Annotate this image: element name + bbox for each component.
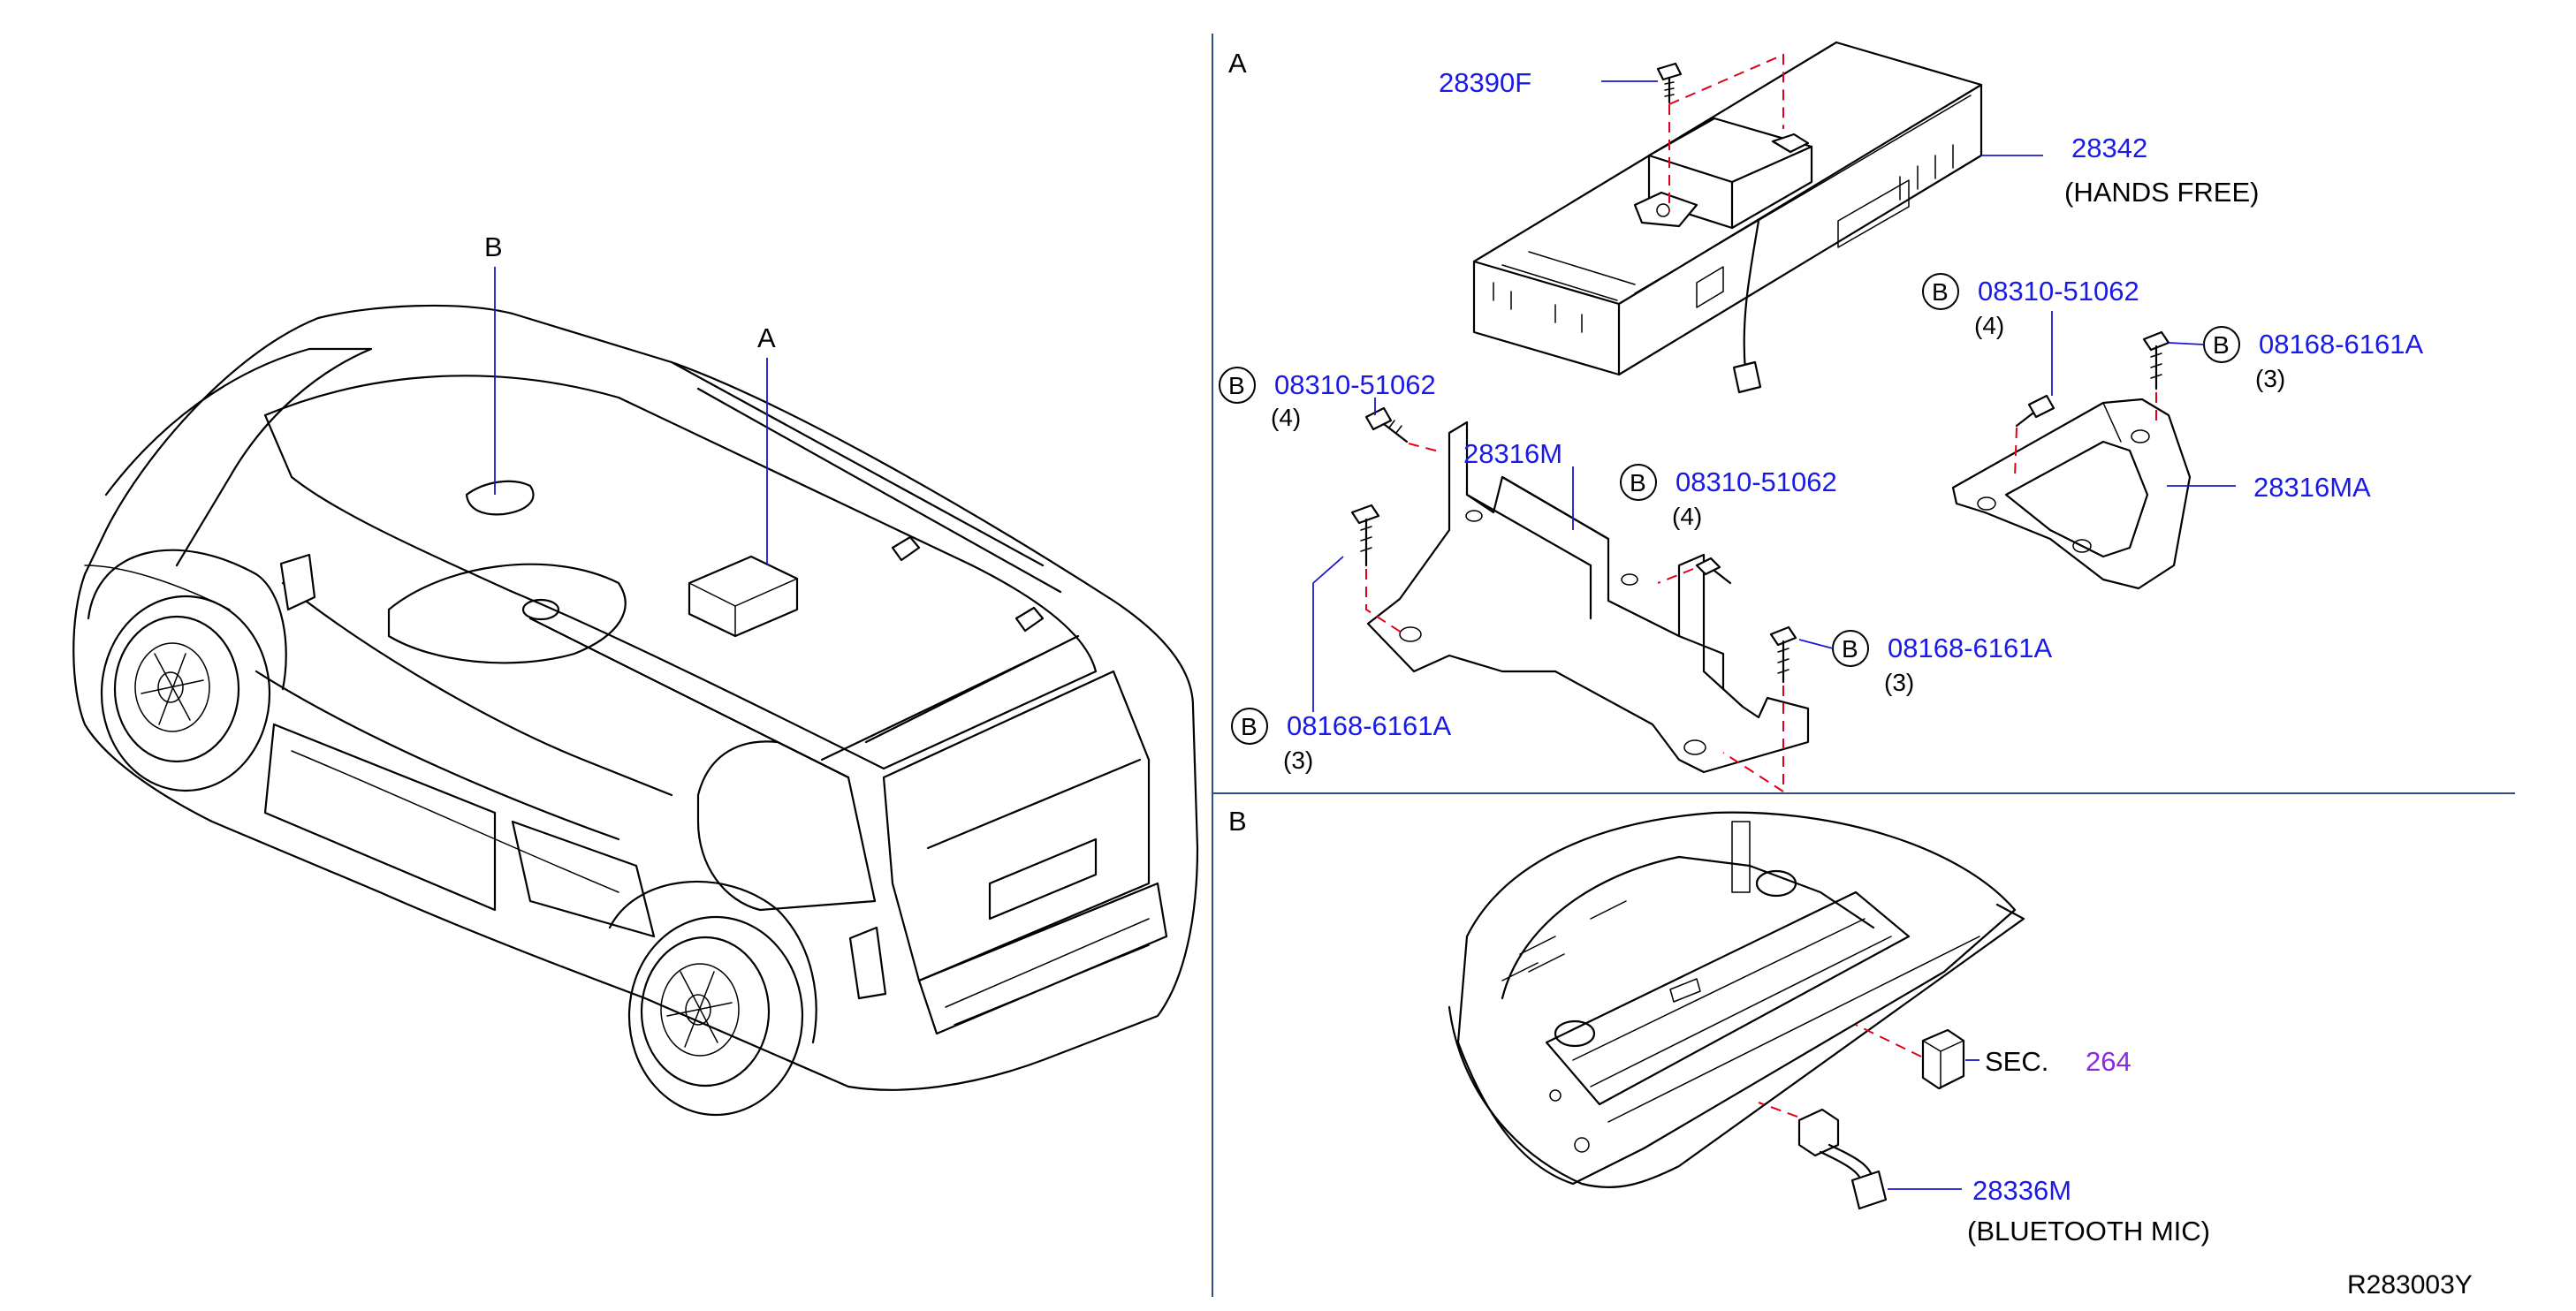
fastener-f5-label: B 08168-6161A (3)	[1798, 630, 2052, 696]
fastener-f5-drawing	[1722, 625, 1797, 793]
part-28336m-description: (BLUETOOTH MIC)	[1967, 1216, 2210, 1247]
fastener-f4-drawing	[1312, 504, 1402, 712]
fastener-f2-pn: 08310-51062	[1676, 466, 1837, 497]
diagram-reference: R283003Y	[2347, 1270, 2473, 1300]
fastener-f4-qty: (3)	[1283, 746, 1313, 774]
section-ref-prefix: SEC.	[1985, 1046, 2048, 1077]
bracket-28316ma-drawing	[1951, 398, 2192, 590]
hands-free-module-drawing	[1472, 41, 1983, 394]
fastener-f3-label: B 08310-51062 (4)	[1922, 273, 2139, 339]
bluetooth-mic-drawing	[1758, 1102, 1962, 1210]
callout-a-label: A	[757, 322, 776, 353]
vehicle-illustration	[72, 304, 1199, 1117]
fastener-f1-drawing	[1364, 398, 1443, 453]
section-ref-number: 264	[2086, 1046, 2131, 1077]
overhead-console-drawing	[1448, 811, 2025, 1189]
part-28342-description: (HANDS FREE)	[2064, 177, 2259, 208]
vehicle-callouts: B A	[484, 231, 776, 565]
fastener-f6-label: B 08168-6161A (3)	[2168, 326, 2423, 392]
fastener-f2-qty: (4)	[1672, 503, 1702, 530]
svg-text:B: B	[1241, 713, 1258, 740]
part-28342-label: 28342	[2071, 133, 2147, 163]
fastener-f3-drawing	[2014, 311, 2055, 478]
fastener-f1-qty: (4)	[1271, 404, 1301, 431]
screw-28390f-drawing	[1601, 53, 1784, 212]
part-28316ma-label: 28316MA	[2253, 472, 2371, 503]
callout-b-label: B	[484, 231, 503, 262]
svg-text:B: B	[1228, 372, 1245, 399]
svg-text:B: B	[1842, 635, 1858, 663]
section-a-label: A	[1228, 48, 1247, 79]
part-28316m-label: 28316M	[1463, 438, 1562, 469]
fastener-f2-label: B 08310-51062 (4)	[1620, 464, 1837, 530]
svg-text:B: B	[2213, 331, 2230, 359]
part-28390f-label: 28390F	[1439, 67, 1531, 98]
section-b-label: B	[1228, 806, 1247, 837]
connector-sec264-drawing	[1855, 1024, 1979, 1090]
part-28336m-label: 28336M	[1972, 1175, 2071, 1206]
svg-text:B: B	[1932, 278, 1949, 306]
fastener-f6-qty: (3)	[2255, 365, 2285, 392]
fastener-f1-label: B 08310-51062 (4)	[1219, 367, 1436, 431]
fastener-f3-qty: (4)	[1974, 312, 2004, 339]
fastener-f6-pn: 08168-6161A	[2259, 329, 2423, 360]
fastener-f5-qty: (3)	[1884, 669, 1914, 696]
fastener-f2-drawing	[1657, 557, 1732, 585]
fastener-f3-pn: 08310-51062	[1978, 276, 2139, 307]
fastener-f4-label: B 08168-6161A (3)	[1231, 708, 1451, 774]
diagram-frame	[1212, 34, 2515, 1297]
bracket-28316m-drawing	[1366, 421, 1810, 774]
fastener-f5-pn: 08168-6161A	[1888, 633, 2052, 663]
fastener-f1-pn: 08310-51062	[1274, 369, 1436, 400]
svg-text:B: B	[1630, 469, 1646, 496]
fastener-f4-pn: 08168-6161A	[1287, 710, 1451, 741]
